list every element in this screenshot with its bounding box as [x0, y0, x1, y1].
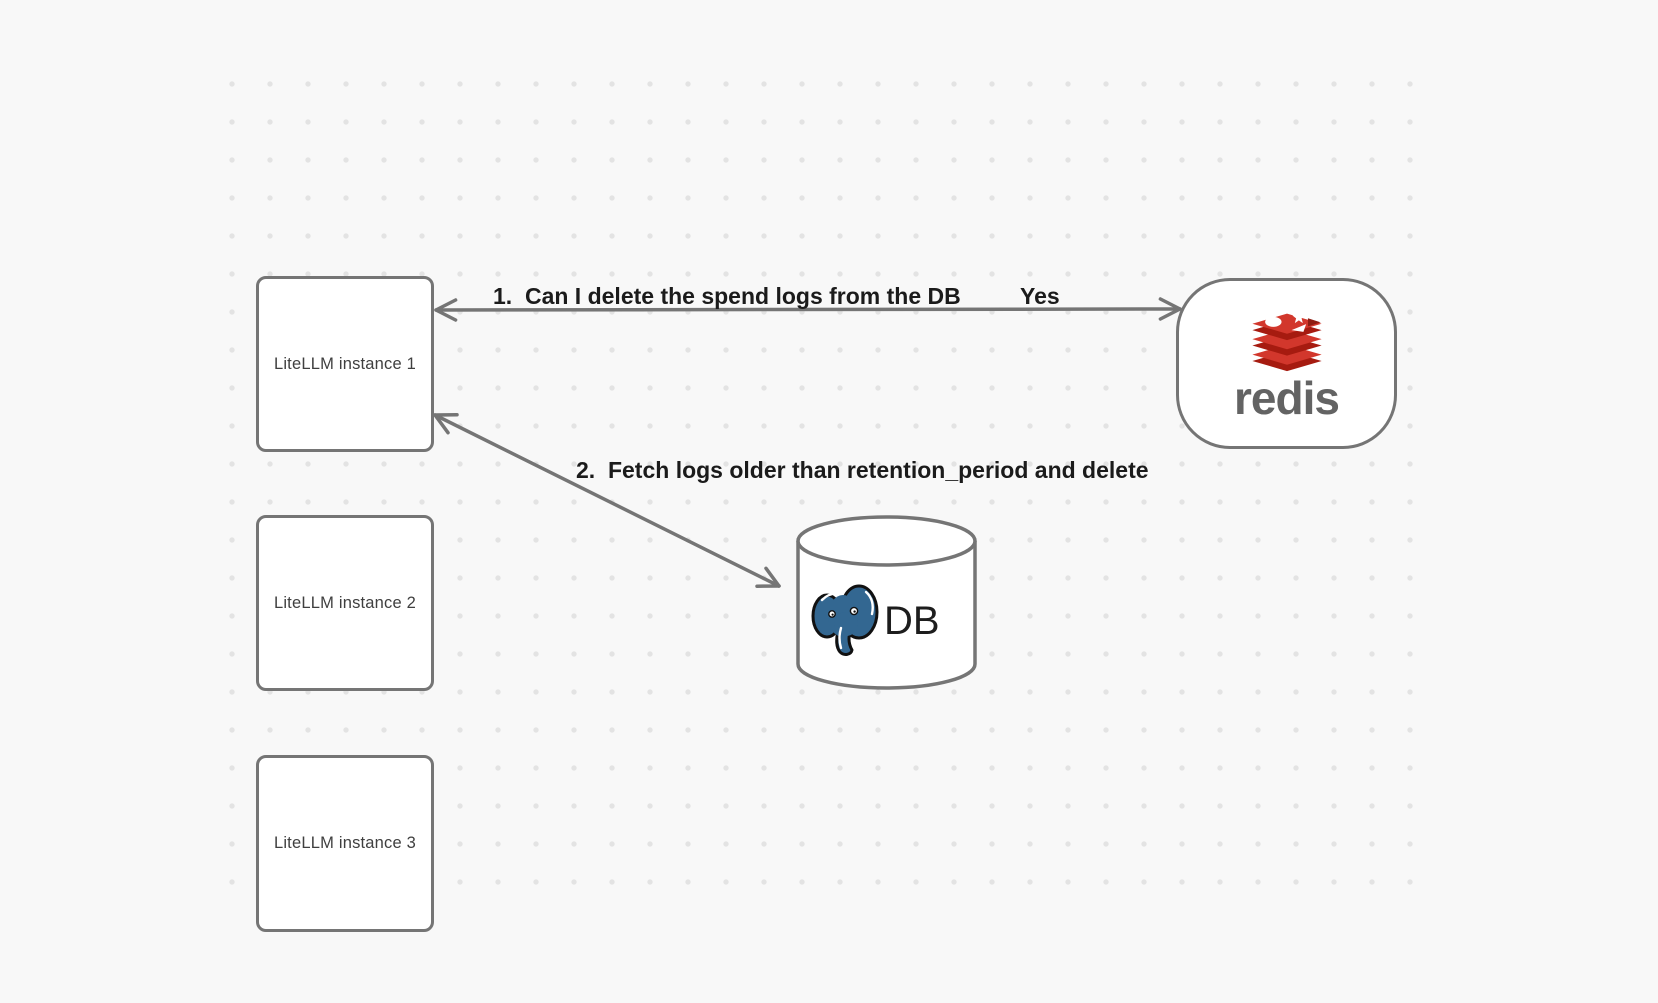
db-label: DB: [884, 599, 940, 643]
node-litellm-instance-3: LiteLLM instance 3: [256, 755, 434, 932]
redis-logo-icon: [1251, 310, 1322, 372]
litellm-instance-1-label: LiteLLM instance 1: [273, 354, 417, 373]
node-litellm-instance-2: LiteLLM instance 2: [256, 515, 434, 691]
node-litellm-instance-1: LiteLLM instance 1: [256, 276, 434, 452]
arrow1-response-label: Yes: [1020, 283, 1060, 309]
litellm-instance-3-label: LiteLLM instance 3: [273, 834, 417, 852]
postgres-elephant-icon: [811, 584, 879, 656]
arrow1-label: 1. Can I delete the spend logs from the …: [493, 283, 961, 309]
redis-label: redis: [1234, 372, 1340, 424]
arrow2-label: 2. Fetch logs older than retention_perio…: [576, 457, 1149, 483]
node-redis: redis: [1176, 278, 1397, 449]
litellm-instance-2-label: LiteLLM instance 2: [273, 593, 417, 612]
